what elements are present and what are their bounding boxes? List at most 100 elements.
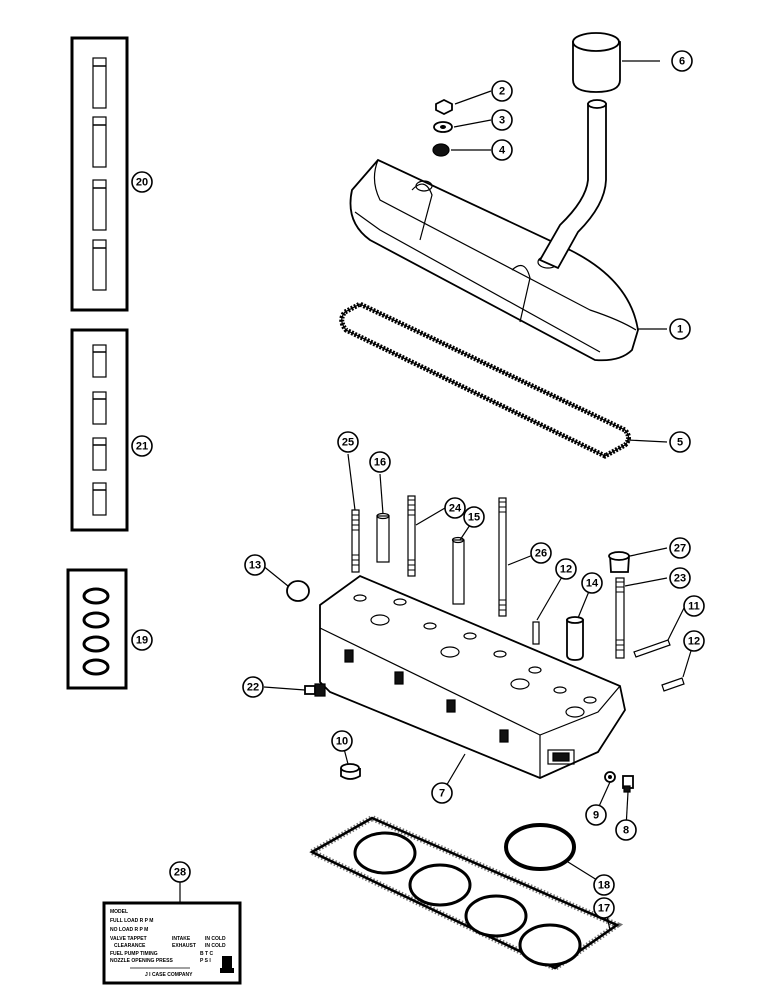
callout-circle: [491, 80, 513, 102]
plate-nozzle-press: NOZZLE OPENING PRESS: [110, 958, 173, 964]
kit-box-21: [70, 328, 129, 532]
callout-23: 23: [669, 567, 691, 589]
callout-number: 28: [174, 867, 186, 879]
plate-psi: P S I: [200, 958, 211, 964]
plate-company: J I CASE COMPANY: [145, 972, 193, 978]
callout-21: 21: [131, 435, 153, 457]
callout-number: 8: [623, 825, 629, 837]
engine-data-plate: MODEL FULL LOAD R P M NO LOAD R P M VALV…: [102, 901, 242, 985]
stud-12-lower: [661, 677, 685, 692]
callout-18: 18: [593, 874, 615, 896]
callout-1: 1: [669, 318, 691, 340]
screw-8: [622, 775, 634, 793]
callout-circle: [242, 676, 264, 698]
callout-number: 27: [674, 543, 686, 555]
callout-number: 17: [598, 903, 610, 915]
callout-circle: [331, 730, 353, 752]
callout-2: 2: [491, 80, 513, 102]
seal-ring-10: [340, 763, 361, 780]
cover-nut: [435, 98, 453, 116]
callout-circle: [683, 630, 705, 652]
callout-28: 28: [169, 861, 191, 883]
case-eagle-logo: [220, 956, 234, 973]
callout-number: 20: [136, 177, 148, 189]
kit-box-19: [66, 568, 128, 690]
callout-circle: [669, 318, 691, 340]
dowel-16: [376, 512, 390, 563]
plate-clearance: CLEARANCE: [114, 943, 146, 949]
callout-circle: [669, 567, 691, 589]
callout-circle: [581, 572, 603, 594]
callout-circle: [131, 435, 153, 457]
callout-14: 14: [581, 572, 603, 594]
sleeve-14: [566, 616, 584, 661]
callout-9: 9: [585, 804, 607, 826]
callout-circle: [593, 897, 615, 919]
callout-circle: [683, 595, 705, 617]
plate-full-load: FULL LOAD R P M: [110, 918, 153, 924]
callout-7: 7: [431, 782, 453, 804]
callout-number: 9: [593, 810, 599, 822]
oil-filler-tube: [538, 99, 607, 270]
rocker-arm-cover: [349, 158, 639, 362]
callout-number: 11: [688, 601, 700, 613]
plate-intake: INTAKE: [172, 936, 191, 942]
valve-guide-set-20: [92, 57, 107, 291]
cover-washer: [433, 121, 453, 133]
callout-22: 22: [242, 676, 264, 698]
kit-box-20: [70, 36, 129, 312]
callout-number: 2: [499, 86, 505, 98]
stud-12-upper: [532, 621, 540, 645]
cover-gasket: [339, 301, 631, 459]
callout-12: 12: [683, 630, 705, 652]
callout-circle: [431, 782, 453, 804]
callout-number: 10: [336, 736, 348, 748]
callout-number: 26: [535, 548, 547, 560]
callout-number: 4: [499, 145, 506, 157]
callout-group: 1234567891011121213141516171819202122232…: [131, 50, 705, 919]
callout-number: 1: [677, 324, 683, 336]
callout-15: 15: [463, 506, 485, 528]
stud-24: [407, 495, 416, 577]
plate-valve-tappet: VALVE TAPPET: [110, 936, 147, 942]
callout-circle: [491, 109, 513, 131]
callout-13: 13: [244, 554, 266, 576]
callout-number: 6: [679, 56, 685, 68]
callout-5: 5: [669, 431, 691, 453]
callout-circle: [444, 497, 466, 519]
temperature-sender-22: [304, 683, 326, 697]
callout-8: 8: [615, 819, 637, 841]
callout-circle: [131, 629, 153, 651]
callout-number: 15: [468, 512, 480, 524]
callout-11: 11: [683, 595, 705, 617]
callout-circle: [615, 819, 637, 841]
callout-number: 12: [688, 636, 700, 648]
callout-number: 19: [136, 635, 148, 647]
callout-25: 25: [337, 431, 359, 453]
callout-number: 21: [136, 441, 148, 453]
cylinder-head: [319, 574, 626, 779]
stud-25: [351, 509, 360, 573]
callout-6: 6: [671, 50, 693, 72]
callout-circle: [244, 554, 266, 576]
callout-circle: [463, 506, 485, 528]
plate-intake-cold: IN COLD: [205, 936, 226, 942]
callout-circle: [593, 874, 615, 896]
callout-10: 10: [331, 730, 353, 752]
callout-19: 19: [131, 629, 153, 651]
callout-number: 24: [449, 503, 462, 515]
callout-26: 26: [530, 542, 552, 564]
plate-fuel-pump-timing: FUEL PUMP TIMING: [110, 951, 158, 957]
callout-16: 16: [369, 451, 391, 473]
callout-number: 3: [499, 115, 505, 127]
oil-filler-cap: [572, 32, 621, 93]
callout-number: 14: [586, 578, 599, 590]
callout-circle: [669, 537, 691, 559]
plate-exhaust: EXHAUST: [172, 943, 196, 949]
callout-circle: [131, 171, 153, 193]
callout-4: 4: [491, 139, 513, 161]
callout-circle: [585, 804, 607, 826]
stud-11: [633, 639, 671, 658]
callout-number: 23: [674, 573, 686, 585]
head-side-ports: [344, 649, 575, 765]
